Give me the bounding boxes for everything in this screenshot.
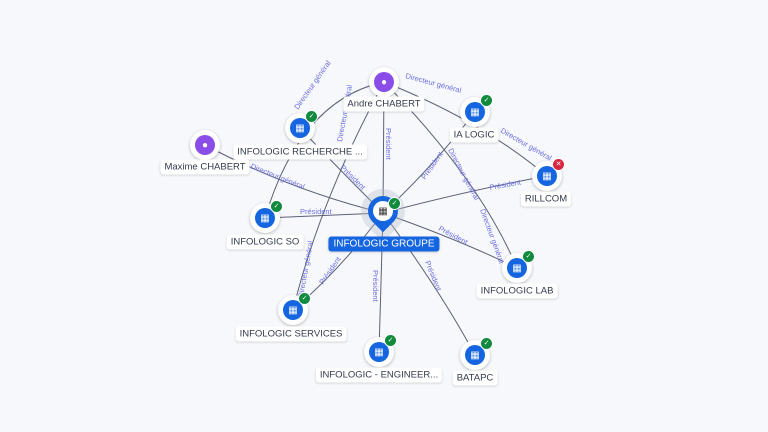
node-label-main[interactable]: INFOLOGIC GROUPE — [328, 236, 440, 252]
edge-groupe-so — [264, 212, 384, 219]
person-icon: ● — [195, 135, 215, 155]
edge-label-andre-rillcom-lower: Directeur général — [499, 126, 554, 163]
node-label[interactable]: Maxime CHABERT — [160, 159, 250, 175]
building-icon: ▦ — [290, 118, 310, 138]
node-label[interactable]: BATAPC — [452, 370, 498, 386]
building-icon: ▦ — [537, 166, 557, 186]
node-infologic-engineer[interactable]: ▦✓ — [364, 334, 397, 367]
edge-label-groupe-ialogic: Président — [419, 149, 445, 181]
node-label[interactable]: IA LOGIC — [449, 127, 499, 143]
edge-groupe-rillcom — [382, 175, 548, 214]
verified-check-icon: ✓ — [305, 110, 318, 123]
node-label[interactable]: INFOLOGIC SO — [226, 234, 304, 250]
edge-label-maxime-groupe: Directeur général — [249, 162, 306, 192]
edge-groupe-engineer — [378, 212, 384, 353]
building-icon: ▦ — [369, 342, 389, 362]
node-infologic-recherche[interactable]: ▦✓ — [285, 110, 318, 143]
node-maxime-chabert[interactable]: ● — [190, 130, 220, 160]
edge-groupe-batapc — [382, 212, 476, 356]
node-andre-chabert[interactable]: ● — [369, 67, 399, 97]
node-rillcom[interactable]: ▦✕ — [532, 158, 565, 191]
node-label[interactable]: INFOLOGIC - ENGINEER... — [315, 367, 443, 383]
building-icon: ▦ — [465, 102, 485, 122]
verified-check-icon: ✓ — [522, 250, 535, 263]
verified-check-icon: ✓ — [388, 197, 401, 210]
building-icon: ▦ — [283, 300, 303, 320]
node-label[interactable]: INFOLOGIC RECHERCHE ... — [233, 144, 367, 160]
node-label[interactable]: RILLCOM — [520, 191, 572, 207]
node-ia-logic[interactable]: ▦✓ — [460, 94, 493, 127]
node-infologic-services[interactable]: ▦✓ — [278, 292, 311, 325]
edge-label-groupe-services: Président — [317, 254, 343, 286]
edge-label-andre-services-upper: Directeur général — [335, 84, 354, 143]
node-infologic-lab[interactable]: ▦✓ — [502, 250, 535, 283]
edge-label-groupe-batapc: Président — [423, 259, 444, 293]
edge-label-groupe-andre: Président — [384, 128, 393, 161]
edge-label-groupe-rillcom: Président — [489, 177, 523, 192]
building-icon: ▦ — [507, 258, 527, 278]
verified-check-icon: ✓ — [480, 337, 493, 350]
person-icon: ● — [374, 72, 394, 92]
node-label[interactable]: INFOLOGIC SERVICES — [235, 326, 347, 342]
node-label[interactable]: Andre CHABERT — [343, 96, 425, 112]
verified-check-icon: ✓ — [480, 94, 493, 107]
edge-label-andre-so: Directeur général — [292, 59, 333, 112]
edge-maxime-groupe — [204, 144, 384, 214]
edge-label-groupe-so: Président — [300, 207, 333, 216]
edge-label-groupe-recherche: Président — [339, 163, 368, 192]
building-icon: ▦ — [255, 208, 275, 228]
closed-x-icon: ✕ — [552, 158, 565, 171]
building-icon: ▦ — [465, 345, 485, 365]
verified-check-icon: ✓ — [384, 334, 397, 347]
edge-label-andre-lab: Directeur général — [446, 147, 481, 202]
node-batapc[interactable]: ▦✓ — [460, 337, 493, 370]
edge-label-andre-rillcom: Directeur général — [404, 71, 462, 95]
edge-label-groupe-engineer: Président — [371, 270, 380, 303]
verified-check-icon: ✓ — [270, 200, 283, 213]
node-label[interactable]: INFOLOGIC LAB — [476, 283, 558, 299]
verified-check-icon: ✓ — [298, 292, 311, 305]
node-infologic-so[interactable]: ▦✓ — [250, 200, 283, 233]
